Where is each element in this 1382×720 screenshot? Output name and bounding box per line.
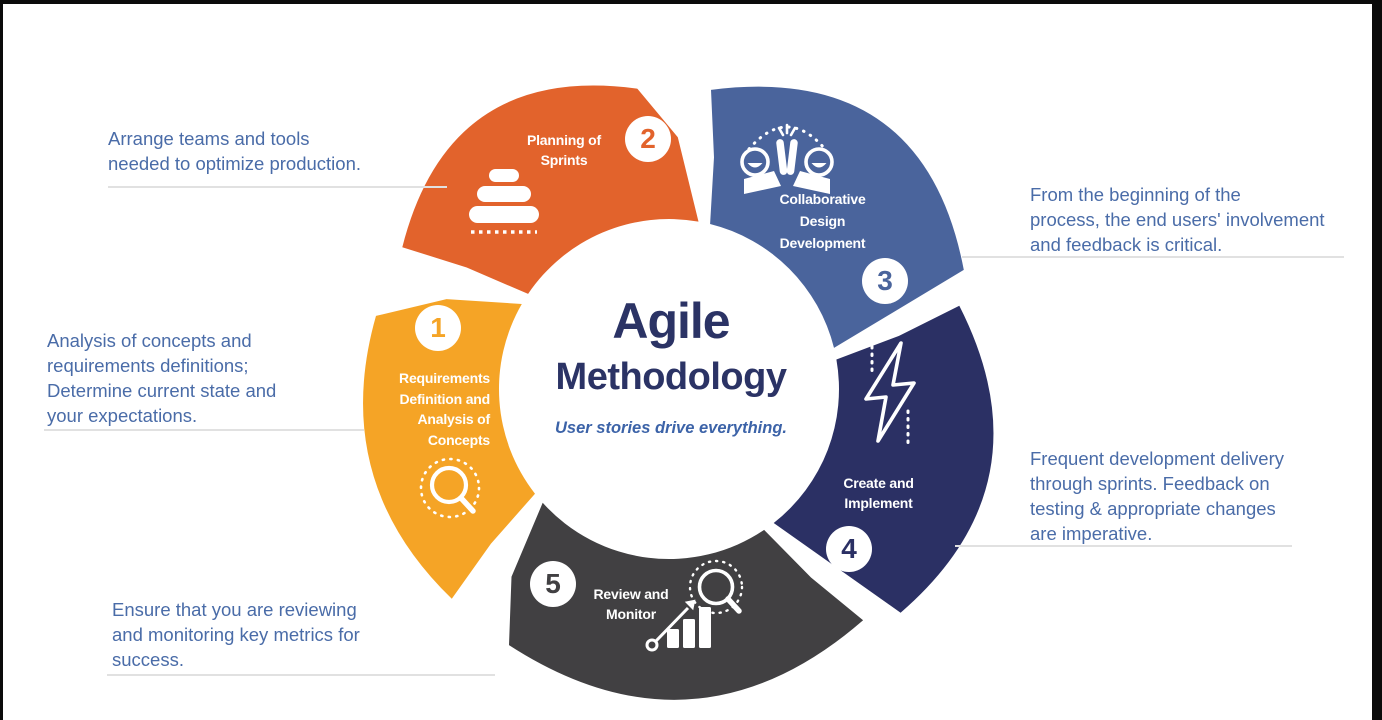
segment-2-badge: 2	[625, 116, 671, 162]
segment-2-number: 2	[640, 123, 656, 154]
segment-5-shape	[509, 502, 864, 700]
leader-line-right	[955, 545, 1292, 547]
segment-2-label: Planning of Sprints	[526, 132, 601, 168]
annotation-bottom-left: Ensure that you are reviewing and monito…	[112, 599, 360, 670]
lightning-icon	[849, 337, 931, 447]
segment-2-shape	[402, 85, 699, 294]
segment-5-label: Review and Monitor	[593, 586, 669, 622]
segment-1-label: Requirements Definition and Analysis of …	[399, 370, 490, 448]
leader-line-left	[44, 429, 364, 431]
magnifier-icon	[416, 455, 488, 529]
segment-1-badge: 1	[415, 305, 461, 351]
segment-3-label: Collaborative Design Development	[779, 191, 866, 251]
stones-icon	[466, 167, 542, 239]
diagram-subtitle: User stories drive everything.	[554, 419, 788, 437]
teamwork-high-five-icon	[736, 105, 838, 195]
bezel-right	[1372, 0, 1382, 720]
segment-1-shape	[363, 299, 535, 599]
segment-5-badge: 5	[530, 561, 576, 607]
segment-4-badge: 4	[826, 526, 872, 572]
leader-line-top-right	[962, 256, 1344, 258]
segment-3-number: 3	[877, 265, 893, 296]
segment-4-label: Create and Implement	[843, 475, 914, 511]
bezel-left	[0, 0, 3, 720]
diagram-title-line2: Methodology	[555, 356, 787, 398]
segment-4-number: 4	[841, 533, 857, 564]
segment-5-number: 5	[545, 568, 561, 599]
chart-magnifier-icon	[643, 556, 751, 654]
annotation-top-right: From the beginning of the process, the e…	[1030, 184, 1325, 255]
segment-1-number: 1	[430, 312, 446, 343]
annotation-right: Frequent development delivery through sp…	[1030, 448, 1285, 544]
diagram-title-line1: Agile	[612, 293, 730, 349]
segment-3-badge: 3	[862, 258, 908, 304]
leader-line-top-left	[108, 186, 447, 188]
bezel-top	[0, 0, 1382, 4]
annotation-left: Analysis of concepts and requirements de…	[47, 330, 277, 426]
leader-line-bottom-left	[107, 674, 495, 676]
annotation-top-left: Arrange teams and tools needed to optimi…	[108, 128, 362, 174]
